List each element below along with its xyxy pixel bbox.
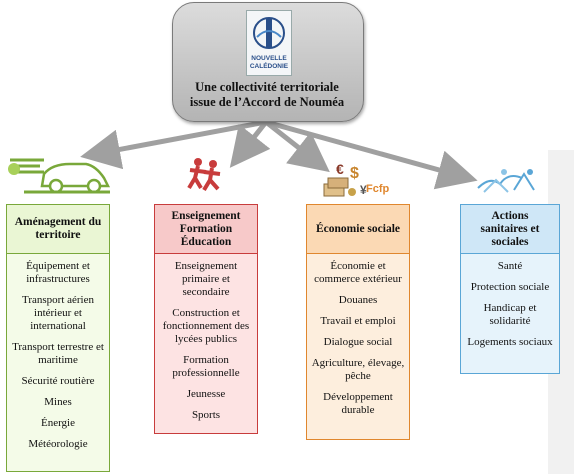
col1-item: Mines bbox=[44, 396, 72, 408]
col1-heading: Aménagement du territoire bbox=[6, 204, 110, 254]
col2-heading: Enseignement Formation Éducation bbox=[154, 204, 258, 254]
col3-item: Développement durable bbox=[323, 391, 393, 416]
birds-icon bbox=[477, 169, 535, 193]
arrow-to-col2 bbox=[229, 120, 271, 168]
people-icon bbox=[187, 158, 221, 192]
col1-heading-line-1: Aménagement du bbox=[14, 216, 102, 228]
col2-item: Sports bbox=[191, 409, 221, 421]
arrow-to-col3 bbox=[264, 120, 330, 173]
col2-item: Construction et fonctionnement des lycée… bbox=[162, 307, 250, 345]
logo-text-1: NOUVELLE bbox=[251, 55, 287, 62]
money-icon: $ € ¥ bbox=[323, 161, 367, 197]
col4-heading-line-2: sanitaires et bbox=[480, 222, 540, 235]
col3-heading: Économie sociale bbox=[306, 204, 410, 254]
col1-item: Sécurité routière bbox=[21, 375, 95, 387]
col1-item: Équipement et infrastructures bbox=[26, 260, 90, 285]
col3-item: Agriculture, élevage, pêche bbox=[311, 357, 405, 382]
col3-item: Douanes bbox=[338, 294, 378, 306]
col2-heading-line-1: Enseignement bbox=[171, 209, 241, 222]
col4-heading: Actions sanitaires et sociales bbox=[460, 204, 560, 254]
col3-item: Travail et emploi bbox=[320, 315, 396, 327]
title-line-1: Une collectivité territoriale bbox=[195, 80, 339, 94]
col4-list: Santé Protection sociale Handicap et sol… bbox=[460, 254, 560, 374]
col2-list: Enseignement primaire et secondaire Cons… bbox=[154, 254, 258, 434]
central-title: Une collectivité territoriale issue de l… bbox=[176, 80, 358, 110]
col4-item: Handicap et solidarité bbox=[483, 302, 537, 327]
svg-text:$: $ bbox=[350, 165, 359, 182]
col3-heading-line-1: Économie sociale bbox=[316, 222, 400, 235]
logo-emblem-icon bbox=[253, 17, 285, 49]
col4-item: Santé bbox=[497, 260, 523, 272]
car-icon bbox=[8, 158, 111, 194]
col3-list: Économie et commerce extérieur Douanes T… bbox=[306, 254, 410, 440]
col1-item: Météorologie bbox=[28, 438, 88, 450]
col1-heading-line-2: territoire bbox=[35, 229, 81, 241]
col1-list: Équipement et infrastructures Transport … bbox=[6, 254, 110, 472]
arrow-to-col4 bbox=[265, 119, 478, 190]
col4-heading-line-1: Actions bbox=[491, 209, 529, 222]
col3-item: Dialogue social bbox=[323, 336, 393, 348]
title-line-2: issue de l’Accord de Nouméa bbox=[189, 95, 345, 109]
col4-item: Logements sociaux bbox=[467, 336, 553, 348]
col2-item: Jeunesse bbox=[186, 388, 226, 400]
svg-text:¥: ¥ bbox=[360, 183, 367, 197]
col1-item: Transport terrestre et maritime bbox=[12, 341, 104, 366]
col3-item: Économie et commerce extérieur bbox=[314, 260, 402, 285]
col1-item: Énergie bbox=[40, 417, 75, 429]
svg-text:€: € bbox=[336, 161, 344, 177]
logo-text-2: CALÉDONIE bbox=[249, 63, 289, 70]
col2-heading-line-3: Éducation bbox=[180, 235, 232, 248]
col1-item: Transport aérien intérieur et internatio… bbox=[22, 294, 94, 332]
col4-item: Protection sociale bbox=[470, 281, 550, 293]
col2-heading-line-2: Formation bbox=[179, 222, 233, 235]
fcfp-badge: Fcfp bbox=[366, 183, 390, 195]
arrow-to-col1 bbox=[80, 119, 267, 170]
col4-heading-line-3: sociales bbox=[491, 235, 529, 248]
col2-item: Formation professionnelle bbox=[172, 354, 240, 379]
col2-item: Enseignement primaire et secondaire bbox=[174, 260, 238, 298]
logo: NOUVELLE CALÉDONIE bbox=[246, 10, 292, 76]
